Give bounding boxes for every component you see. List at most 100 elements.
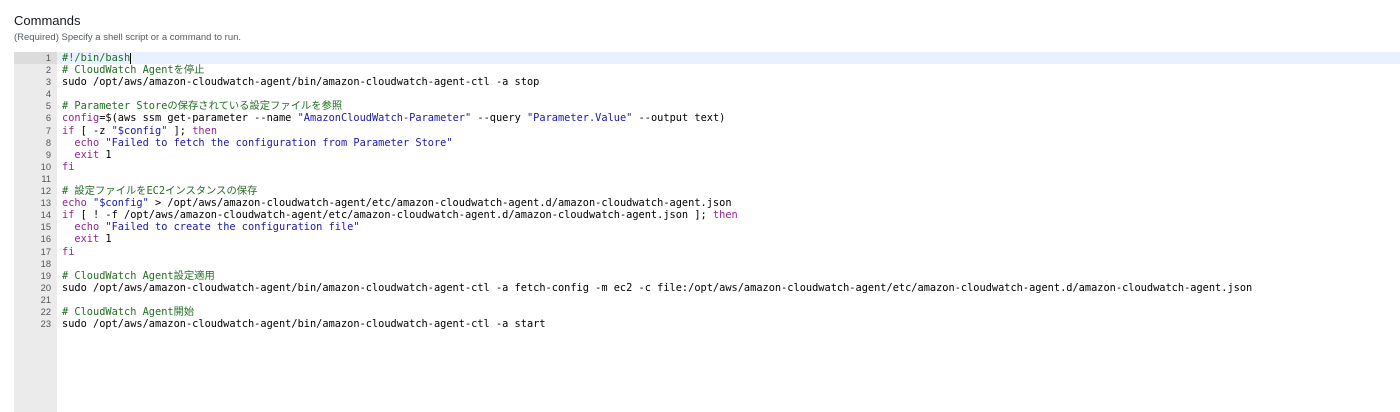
code-token-keyword: fi (62, 245, 75, 258)
code-line[interactable]: 11 (14, 173, 1400, 185)
line-number: 22 (40, 306, 51, 317)
code-line[interactable]: 1 #!/bin/bash (14, 52, 1400, 65)
code-token-string: "$config" (93, 197, 149, 210)
code-token-plain: --output text) (632, 112, 726, 125)
code-line[interactable]: 3 sudo /opt/aws/amazon-cloudwatch-agent/b… (14, 76, 1400, 88)
code-token-plain: 1 (99, 233, 112, 246)
code-line[interactable]: 15 echo "Failed to create the configurat… (14, 221, 1400, 233)
line-number: 7 (45, 125, 51, 136)
line-number: 20 (40, 282, 51, 293)
code-text[interactable]: if [ -z "$config" ]; then (62, 125, 217, 137)
code-line[interactable]: 10 fi (14, 161, 1400, 173)
code-text[interactable]: # CloudWatch Agent開始 (62, 306, 194, 318)
code-text[interactable]: echo "$config" > /opt/aws/amazon-cloudwa… (62, 197, 732, 209)
code-token-plain: 1 (99, 148, 112, 161)
code-token-string: "Failed to fetch the configuration from … (105, 136, 453, 149)
line-number: 15 (40, 222, 51, 233)
code-token-keyword: then (712, 209, 738, 222)
line-number: 14 (40, 210, 51, 221)
code-line[interactable]: 14 if [ ! -f /opt/aws/amazon-cloudwatch-a… (14, 209, 1400, 221)
code-lines[interactable]: 1 #!/bin/bash 2 # CloudWatch Agentを停止 3 sudo … (14, 52, 1400, 330)
code-line[interactable]: 18 (14, 258, 1400, 270)
code-text[interactable]: sudo /opt/aws/amazon-cloudwatch-agent/bi… (62, 76, 539, 88)
code-token-string: "$config" (111, 124, 168, 137)
commands-description: (Required) Specify a shell script or a c… (14, 32, 242, 43)
line-number-gutter (14, 52, 57, 412)
line-number: 23 (40, 319, 51, 330)
code-editor[interactable]: 1 #!/bin/bash 2 # CloudWatch Agentを停止 3 sudo … (14, 52, 1400, 412)
code-line[interactable]: 12 # 設定ファイルをEC2インスタンスの保存 (14, 185, 1400, 197)
code-line[interactable]: 16 exit 1 (14, 233, 1400, 245)
code-token-plain: [ -z (74, 124, 112, 137)
code-text[interactable]: fi (62, 246, 74, 258)
code-text[interactable]: #!/bin/bash (62, 52, 132, 64)
line-number: 4 (45, 89, 51, 100)
code-text[interactable]: echo "Failed to fetch the configuration … (62, 136, 453, 149)
code-token-keyword: echo (62, 197, 93, 210)
line-number: 17 (40, 246, 51, 257)
code-text[interactable]: sudo /opt/aws/amazon-cloudwatch-agent/bi… (62, 282, 1252, 294)
code-text[interactable]: fi (62, 161, 74, 173)
code-text[interactable]: sudo /opt/aws/amazon-cloudwatch-agent/bi… (62, 318, 546, 330)
code-token-plain: [ ! -f /opt/aws/amazon-cloudwatch-agent/… (74, 209, 713, 222)
commands-title: Commands (14, 13, 81, 28)
code-text[interactable]: exit 1 (62, 148, 112, 161)
code-token-keyword: if (62, 209, 75, 222)
line-number: 9 (45, 149, 51, 160)
code-text[interactable]: # CloudWatch Agent設定適用 (62, 270, 215, 282)
code-line[interactable]: 6 config=$(aws ssm get-parameter --name "… (14, 112, 1400, 124)
code-line[interactable]: 4 (14, 88, 1400, 100)
code-text[interactable]: if [ ! -f /opt/aws/amazon-cloudwatch-age… (62, 209, 738, 221)
code-line[interactable]: 22 # CloudWatch Agent開始 (14, 306, 1400, 318)
code-token-keyword: exit (62, 233, 100, 246)
code-line[interactable]: 23 sudo /opt/aws/amazon-cloudwatch-agent/… (14, 318, 1400, 330)
line-number: 21 (40, 294, 51, 305)
code-token-comment: # CloudWatch Agent設定適用 (62, 269, 215, 282)
text-cursor (130, 52, 132, 64)
code-token-plain: sudo /opt/aws/amazon-cloudwatch-agent/bi… (62, 76, 540, 89)
line-number: 11 (41, 173, 51, 184)
code-token-string: "AmazonCloudWatch-Parameter" (297, 112, 472, 125)
code-line[interactable]: 21 (14, 294, 1400, 306)
code-token-plain: sudo /opt/aws/amazon-cloudwatch-agent/bi… (62, 318, 546, 331)
code-text[interactable]: echo "Failed to create the configuration… (62, 221, 359, 234)
code-token-keyword: if (62, 124, 75, 137)
code-token-keyword: config (62, 112, 100, 125)
code-token-plain: ]; (167, 124, 193, 137)
code-token-keyword: echo (62, 136, 106, 149)
line-number: 16 (40, 234, 51, 245)
code-token-comment: # CloudWatch Agent開始 (62, 305, 195, 318)
code-line[interactable]: 8 echo "Failed to fetch the configuratio… (14, 137, 1400, 149)
code-line[interactable]: 9 exit 1 (14, 149, 1400, 161)
code-line[interactable]: 2 # CloudWatch Agentを停止 (14, 64, 1400, 76)
code-token-keyword: then (192, 124, 218, 137)
code-line[interactable]: 19 # CloudWatch Agent設定適用 (14, 270, 1400, 282)
code-token-plain: =$(aws ssm get-parameter --name (99, 112, 298, 125)
line-number: 1 (14, 52, 57, 65)
code-token-keyword: echo (62, 221, 106, 234)
code-token-keyword: fi (62, 160, 75, 173)
code-text[interactable]: # Parameter Storeの保存されている設定ファイルを参照 (62, 100, 342, 112)
code-token-plain: sudo /opt/aws/amazon-cloudwatch-agent/bi… (62, 281, 1253, 294)
code-token-comment: # Parameter Storeの保存されている設定ファイルを参照 (62, 100, 343, 113)
code-line[interactable]: 17 fi (14, 246, 1400, 258)
line-number: 2 (45, 65, 51, 76)
code-text[interactable]: # CloudWatch Agentを停止 (62, 64, 204, 76)
code-token-comment: # CloudWatch Agentを停止 (62, 64, 205, 77)
code-line[interactable]: 20 sudo /opt/aws/amazon-cloudwatch-agent/… (14, 282, 1400, 294)
code-line[interactable]: 7 if [ -z "$config" ]; then (14, 125, 1400, 137)
code-line[interactable]: 5# Parameter Storeの保存されている設定ファイルを参照 (14, 100, 1400, 112)
line-number: 12 (40, 186, 51, 197)
code-text[interactable]: exit 1 (62, 233, 112, 246)
line-number: 13 (40, 198, 51, 209)
code-token-plain: > /opt/aws/amazon-cloudwatch-agent/etc/a… (148, 197, 732, 210)
line-number: 6 (45, 113, 51, 124)
line-number: 18 (40, 258, 51, 269)
code-text[interactable]: # 設定ファイルをEC2インスタンスの保存 (62, 185, 257, 197)
line-number: 3 (45, 77, 51, 88)
line-number: 8 (45, 137, 51, 148)
line-number: 10 (40, 161, 51, 172)
code-line[interactable]: 13 echo "$config" > /opt/aws/amazon-cloud… (14, 197, 1400, 209)
code-text[interactable]: config=$(aws ssm get-parameter --name "A… (62, 112, 725, 124)
line-number: 19 (40, 270, 51, 281)
